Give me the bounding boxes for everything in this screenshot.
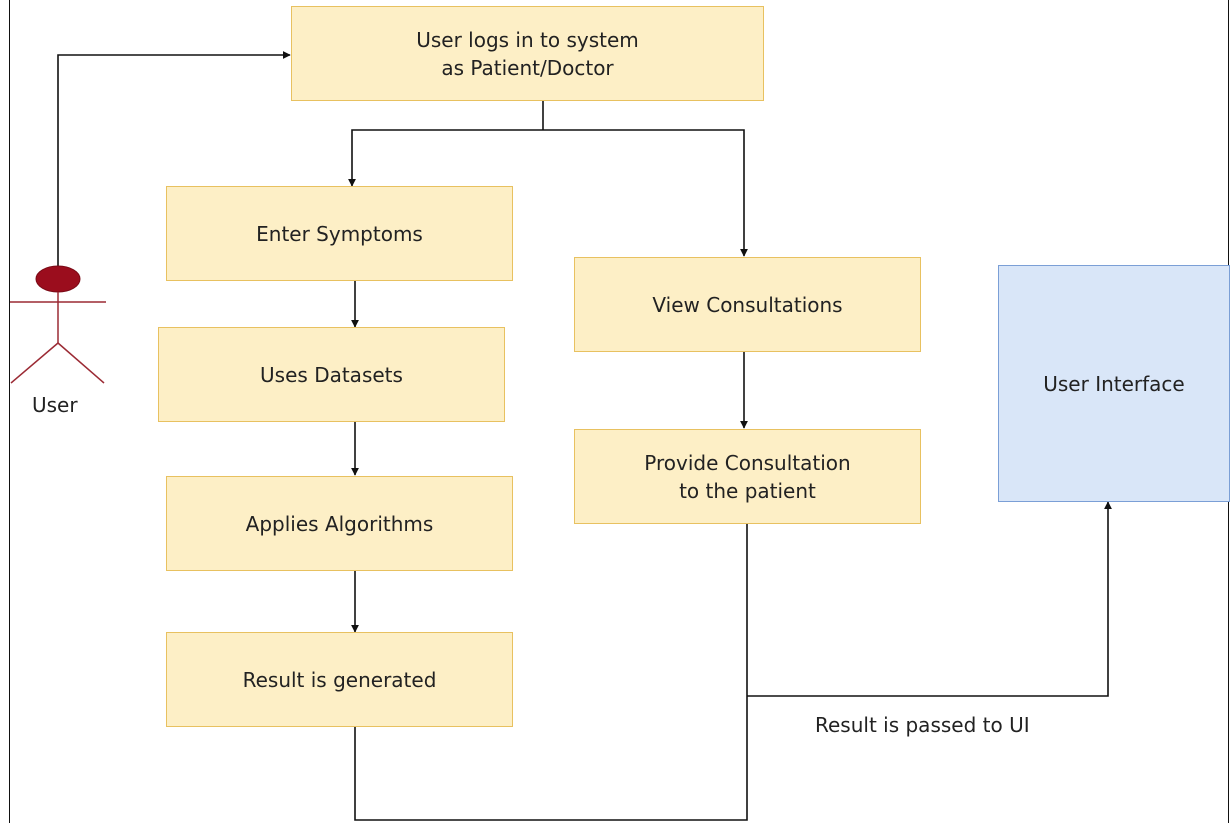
frame-left-border <box>9 0 10 823</box>
node-uses-datasets: Uses Datasets <box>158 327 505 422</box>
node-applies-algorithms: Applies Algorithms <box>166 476 513 571</box>
edge-result-bottom <box>354 523 748 821</box>
node-user-interface-text: User Interface <box>1043 371 1185 396</box>
node-enter-symptoms-text: Enter Symptoms <box>256 221 423 246</box>
edge-label-result-passed: Result is passed to UI <box>815 713 1030 737</box>
node-login: User logs in to system as Patient/Doctor <box>291 6 764 101</box>
node-provide-consultation-text: Provide Consultation to the patient <box>644 450 851 503</box>
edge-user-to-login <box>57 51 291 268</box>
node-user-interface: User Interface <box>998 265 1230 502</box>
edge-login-to-symptoms <box>348 129 543 187</box>
node-uses-datasets-text: Uses Datasets <box>260 362 403 387</box>
node-login-text: User logs in to system as Patient/Doctor <box>416 27 639 80</box>
edge-to-user-interface <box>747 501 1112 697</box>
node-view-consultations: View Consultations <box>574 257 921 352</box>
node-view-consultations-text: View Consultations <box>652 292 843 317</box>
edge-login-to-consultations <box>543 129 748 257</box>
actor-label: User <box>32 393 78 417</box>
node-enter-symptoms: Enter Symptoms <box>166 186 513 281</box>
user-actor-icon <box>10 265 106 384</box>
node-result-generated-text: Result is generated <box>242 667 437 692</box>
node-provide-consultation: Provide Consultation to the patient <box>574 429 921 524</box>
node-result-generated: Result is generated <box>166 632 513 727</box>
node-applies-algorithms-text: Applies Algorithms <box>245 511 434 536</box>
